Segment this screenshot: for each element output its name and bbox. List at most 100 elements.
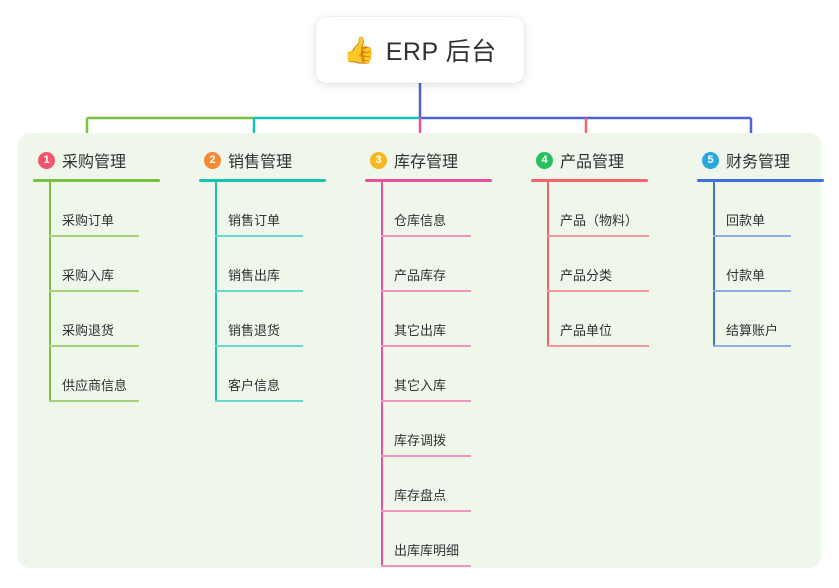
column-item-rule [713, 345, 791, 347]
column-item-label: 产品库存 [394, 268, 447, 283]
column-item-label: 库存调拨 [394, 433, 447, 448]
column-item-rule [215, 290, 303, 292]
column-item[interactable]: 产品分类 [536, 237, 683, 292]
column-item-rule [713, 290, 791, 292]
column-item-rule [215, 235, 303, 237]
column-item[interactable]: 销售退货 [204, 292, 351, 347]
column-item-label: 销售订单 [228, 213, 281, 228]
column-采购管理: 1 采购管理采购订单采购入库采购退货供应商信息 [20, 147, 185, 402]
column-items: 采购订单采购入库采购退货供应商信息 [20, 182, 185, 402]
column-header-rule [697, 179, 824, 182]
column-item-label: 回款单 [726, 213, 766, 228]
column-item-label: 付款单 [726, 268, 766, 283]
column-item[interactable]: 出库库明细 [370, 512, 517, 567]
column-item-rule [547, 235, 649, 237]
column-item-label: 供应商信息 [62, 378, 128, 393]
column-item[interactable]: 供应商信息 [38, 347, 185, 402]
column-item-rule [713, 235, 791, 237]
column-item-label: 销售出库 [228, 268, 281, 283]
column-spine [381, 182, 383, 567]
column-item-label: 采购退货 [62, 323, 115, 338]
column-item-label: 采购入库 [62, 268, 115, 283]
column-spine [215, 182, 217, 402]
column-spine [547, 182, 549, 347]
column-item-label: 其它出库 [394, 323, 447, 338]
column-item[interactable]: 仓库信息 [370, 182, 517, 237]
column-item[interactable]: 付款单 [702, 237, 839, 292]
column-item[interactable]: 销售出库 [204, 237, 351, 292]
column-header-rule [531, 179, 648, 182]
column-item-rule [381, 510, 471, 512]
column-item-rule [215, 400, 303, 402]
column-item-rule [381, 290, 471, 292]
column-item-rule [547, 345, 649, 347]
column-spine [713, 182, 715, 347]
column-item[interactable]: 产品单位 [536, 292, 683, 347]
column-item-rule [547, 290, 649, 292]
thumbs-up-icon: 👍 [343, 35, 376, 65]
column-item[interactable]: 其它入库 [370, 347, 517, 402]
column-item[interactable]: 产品库存 [370, 237, 517, 292]
column-item[interactable]: 产品（物料） [536, 182, 683, 237]
column-title: 采购管理 [62, 154, 127, 171]
column-item[interactable]: 库存调拨 [370, 402, 517, 457]
column-items: 仓库信息产品库存其它出库其它入库库存调拨库存盘点出库库明细 [352, 182, 517, 567]
column-item[interactable]: 采购入库 [38, 237, 185, 292]
column-item-label: 仓库信息 [394, 213, 447, 228]
column-产品管理: 4 产品管理产品（物料） 产品分类产品单位 [518, 147, 683, 347]
column-item[interactable]: 采购订单 [38, 182, 185, 237]
column-item-rule [381, 565, 471, 567]
column-item-rule [49, 235, 139, 237]
column-库存管理: 3 库存管理仓库信息产品库存其它出库其它入库库存调拨库存盘点出库库明细 [352, 147, 517, 567]
column-item-label: 其它入库 [394, 378, 447, 393]
column-header[interactable]: 4 产品管理 [518, 147, 683, 173]
column-item-label: 采购订单 [62, 213, 115, 228]
column-item[interactable]: 回款单 [702, 182, 839, 237]
column-item-label: 产品单位 [560, 323, 613, 338]
column-item-label: 结算账户 [726, 323, 779, 338]
column-item-label: 产品分类 [560, 268, 613, 283]
column-header[interactable]: 3 库存管理 [352, 147, 517, 173]
column-index-badge: 3 [370, 151, 387, 169]
column-spine [49, 182, 51, 402]
column-item-label: 客户信息 [228, 378, 281, 393]
column-index-badge: 4 [536, 151, 553, 169]
column-item-rule [381, 400, 471, 402]
column-index-badge: 5 [702, 151, 719, 169]
column-item[interactable]: 其它出库 [370, 292, 517, 347]
column-title: 库存管理 [394, 154, 459, 171]
column-财务管理: 5 财务管理回款单付款单结算账户 [684, 147, 839, 347]
column-item[interactable]: 库存盘点 [370, 457, 517, 512]
column-item[interactable]: 采购退货 [38, 292, 185, 347]
column-item-rule [49, 290, 139, 292]
root-node[interactable]: 👍 ERP 后台 [316, 17, 524, 83]
root-node-title: ERP 后台 [385, 38, 497, 66]
column-header[interactable]: 1 采购管理 [20, 147, 185, 173]
column-header[interactable]: 5 财务管理 [684, 147, 839, 173]
column-item-rule [215, 345, 303, 347]
column-header-rule [365, 179, 492, 182]
column-items: 产品（物料） 产品分类产品单位 [518, 182, 683, 347]
column-title: 产品管理 [560, 154, 625, 171]
column-items: 销售订单销售出库销售退货客户信息 [186, 182, 351, 402]
column-header-rule [199, 179, 326, 182]
column-items: 回款单付款单结算账户 [684, 182, 839, 347]
column-item-label: 产品（物料） [560, 213, 639, 228]
column-header-rule [33, 179, 160, 182]
column-item-rule [381, 235, 471, 237]
column-item[interactable]: 销售订单 [204, 182, 351, 237]
column-title: 销售管理 [228, 154, 293, 171]
column-item-label: 库存盘点 [394, 488, 447, 503]
column-item[interactable]: 客户信息 [204, 347, 351, 402]
column-item-rule [49, 345, 139, 347]
column-title: 财务管理 [726, 154, 791, 171]
column-item-rule [49, 400, 139, 402]
column-item-label: 销售退货 [228, 323, 281, 338]
column-item[interactable]: 结算账户 [702, 292, 839, 347]
column-index-badge: 1 [38, 151, 55, 169]
column-item-label: 出库库明细 [394, 543, 460, 558]
column-item-rule [381, 345, 471, 347]
